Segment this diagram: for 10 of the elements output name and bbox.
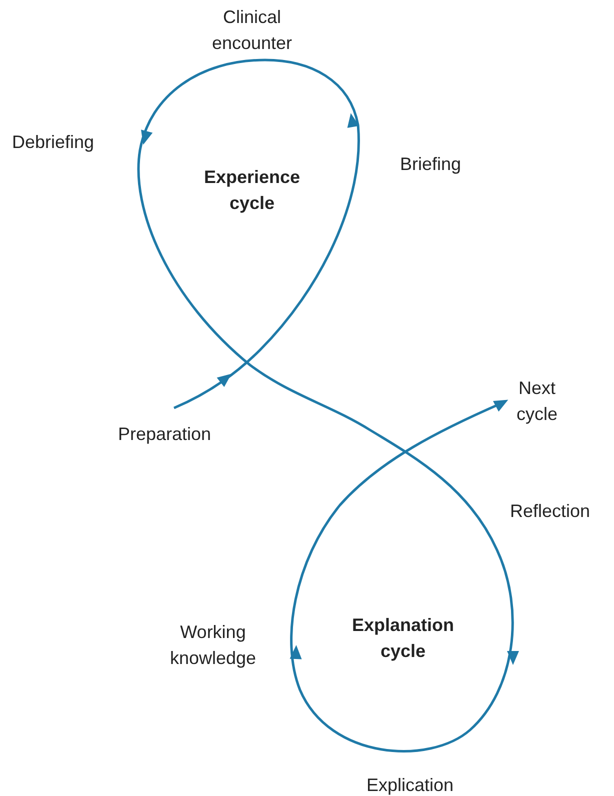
stage-label: Briefing <box>400 153 462 176</box>
cycle-title: Experience cycle <box>202 166 302 215</box>
stage-label: Reflection <box>510 500 592 523</box>
stage-label: Clinical encounter <box>210 6 294 55</box>
stage-label: Debriefing <box>12 131 96 154</box>
stage-label: Next cycle <box>515 377 558 426</box>
cycle-title: Explanation cycle <box>350 614 455 663</box>
stage-label: Preparation <box>118 423 212 446</box>
stage-label: Explication <box>365 774 455 796</box>
stage-label: Working knowledge <box>168 621 258 670</box>
